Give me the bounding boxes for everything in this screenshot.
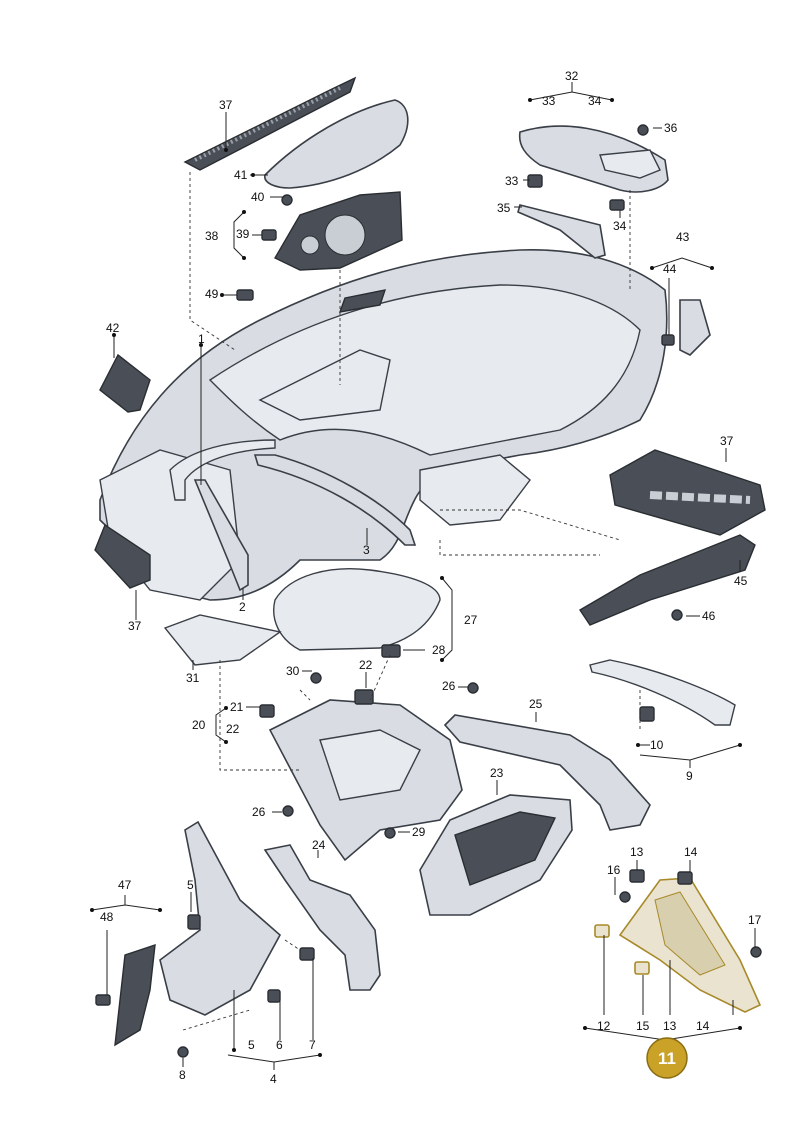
left-air-vent [94,523,151,589]
label-6: 6 [276,1038,283,1052]
label-36: 36 [664,121,678,135]
instrument-cluster [419,794,573,916]
upper-speaker-grille [183,76,357,171]
glovebox-cover-27 [273,568,441,651]
label-10: 10 [650,738,664,752]
label-8: 8 [179,1068,186,1082]
label-13-top: 13 [630,845,644,859]
label-37-left: 37 [128,619,142,633]
right-trim-panel-45 [579,534,756,626]
label-29: 29 [412,825,426,839]
label-23: 23 [490,766,504,780]
dashboard-main-body [99,249,668,601]
left-console-side-panel [159,820,282,1016]
side-trim-strip-2 [193,479,249,592]
arch-trim-strip [169,439,276,501]
part-number-labels: 37 41 40 39 38 49 42 1 2 3 37 27 28 31 3… [100,69,762,1086]
label-30: 30 [286,664,300,678]
label-34-top: 34 [588,94,602,108]
label-9: 9 [686,769,693,783]
label-49: 49 [205,287,219,301]
label-37-top: 37 [219,98,233,112]
label-2: 2 [239,600,246,614]
label-46: 46 [702,609,716,623]
right-bracket-43 [679,299,711,356]
support-bracket-25 [443,714,651,831]
speaker-bracket [274,191,403,271]
right-upper-cover [518,125,669,193]
label-43: 43 [676,230,690,244]
right-console-side-panel [263,844,381,991]
label-44: 44 [663,262,677,276]
highlight-badge: 11 [646,1037,688,1079]
label-34-side: 34 [613,219,627,233]
label-26-low: 26 [252,805,266,819]
label-40: 40 [251,190,265,204]
label-14-bottom: 14 [696,1019,710,1033]
label-22-top: 22 [359,658,373,672]
leader-lines [90,82,756,1070]
label-26-mid: 26 [442,679,456,693]
label-37-right: 37 [720,434,734,448]
center-support-bracket [268,699,463,862]
small-fasteners [95,124,762,1058]
label-21: 21 [230,700,244,714]
label-12: 12 [597,1019,611,1033]
label-31: 31 [186,671,200,685]
label-22-bracket: 22 [226,722,240,736]
label-28: 28 [432,643,446,657]
label-17: 17 [748,913,762,927]
label-33-side: 33 [505,174,519,188]
label-45: 45 [734,574,748,588]
label-1: 1 [198,332,205,346]
left-corner-vent [99,353,151,413]
label-4: 4 [270,1072,277,1086]
trim-strip-9 [589,659,736,726]
label-20: 20 [192,718,206,732]
label-32: 32 [565,69,579,83]
label-27: 27 [464,613,478,627]
label-25: 25 [529,697,543,711]
label-15: 15 [636,1019,650,1033]
trim-strip-35 [517,204,606,259]
label-13-bottom: 13 [663,1019,677,1033]
label-39: 39 [236,227,250,241]
label-3: 3 [363,543,370,557]
label-7: 7 [309,1038,316,1052]
label-16: 16 [607,863,621,877]
label-41: 41 [234,168,248,182]
lower-cover-panel-31 [163,614,282,666]
center-trim-strip-3 [253,454,417,546]
label-48: 48 [100,910,114,924]
right-air-vent [609,449,766,536]
side-grille-47 [114,943,156,1047]
label-14-top: 14 [684,845,698,859]
label-35: 35 [497,201,511,215]
top-cover-panel [264,99,409,189]
label-24: 24 [312,838,326,852]
label-33-top: 33 [542,94,556,108]
label-5-top: 5 [187,878,194,892]
label-42: 42 [106,321,120,335]
label-5-bottom: 5 [248,1038,255,1052]
label-38: 38 [205,229,219,243]
dashed-guide-lines [182,172,641,1031]
label-47: 47 [118,878,132,892]
highlight-badge-number: 11 [658,1049,676,1068]
highlighted-trim-panel-11 [618,877,762,1013]
